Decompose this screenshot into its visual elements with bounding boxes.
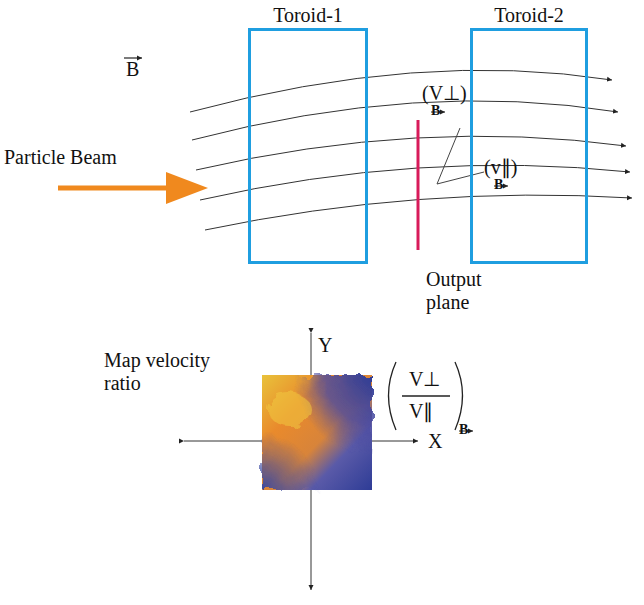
toroid-label: Toroid-2 bbox=[473, 4, 585, 27]
output-plane-label: Output plane bbox=[426, 268, 506, 314]
axis-label: X bbox=[428, 430, 442, 453]
vpar-label: (v∥) bbox=[484, 156, 517, 179]
vperp-label: (V⊥) bbox=[422, 82, 467, 105]
toroid-box: Toroid-2 bbox=[470, 28, 588, 264]
velocity-map bbox=[262, 375, 372, 490]
toroid-label: Toroid-1 bbox=[251, 4, 365, 27]
beam-arrow bbox=[58, 186, 170, 191]
map-title: Map velocity ratio bbox=[104, 349, 220, 395]
denominator: V∥ bbox=[409, 400, 433, 423]
vector-subscript: B bbox=[431, 103, 440, 119]
fraction bbox=[389, 362, 463, 430]
toroid-box: Toroid-1 bbox=[248, 28, 368, 264]
numerator: V⊥ bbox=[409, 368, 440, 391]
beam-arrowhead bbox=[166, 172, 208, 204]
vector-subscript: B bbox=[459, 422, 468, 438]
field-lines bbox=[190, 70, 632, 230]
output-plane bbox=[417, 120, 420, 250]
vector-subscript: B bbox=[494, 177, 503, 193]
beam-label: Particle Beam bbox=[4, 146, 117, 169]
vpar-vector bbox=[437, 172, 484, 184]
vperp-vector bbox=[437, 128, 460, 184]
axis-label: Y bbox=[318, 334, 332, 357]
field-symbol: B bbox=[126, 58, 139, 81]
